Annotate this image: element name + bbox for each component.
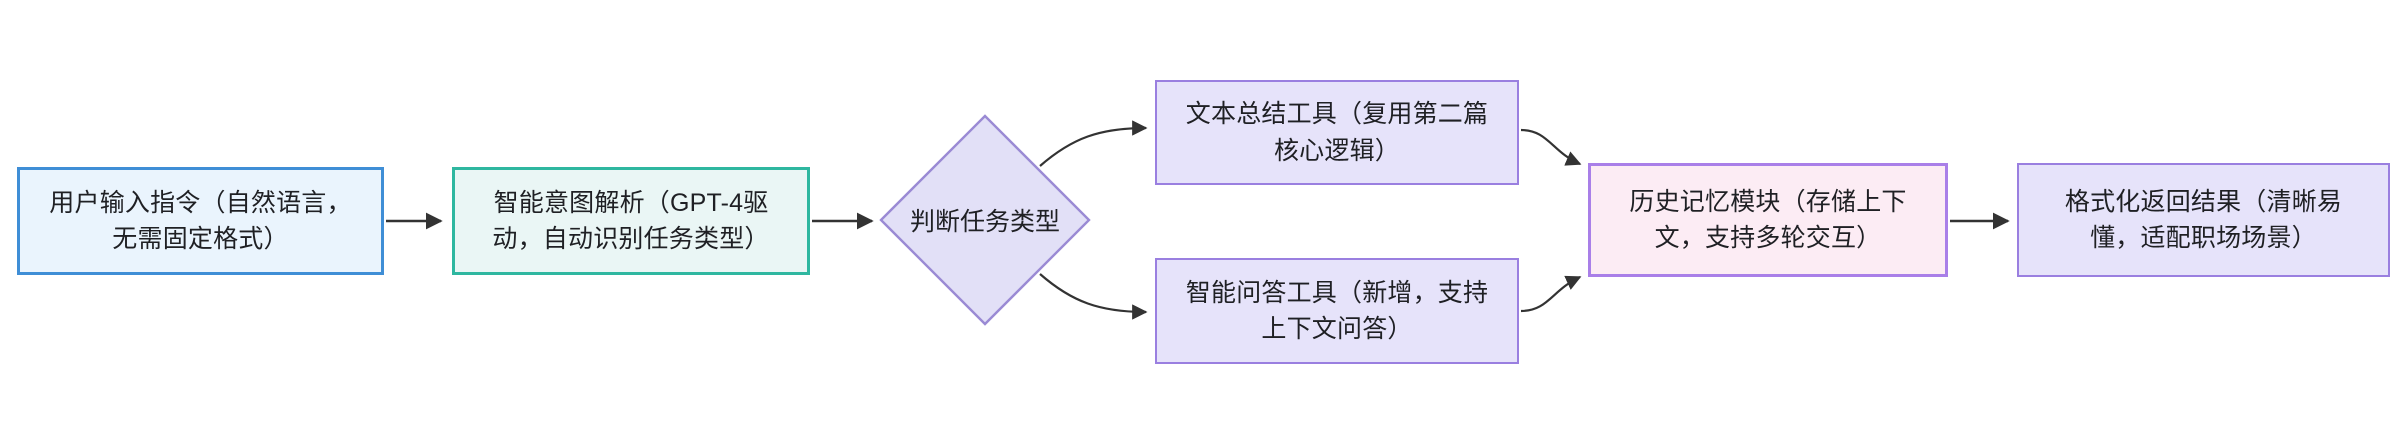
node-formatted-result[interactable]: 格式化返回结果（清晰易 懂，适配职场场景） <box>2017 163 2390 277</box>
node-task-type-decision-label-wrap: 判断任务类型 <box>879 114 1091 326</box>
node-task-type-decision-label: 判断任务类型 <box>909 208 1060 236</box>
node-intent-parsing[interactable]: 智能意图解析（GPT-4驱 动，自动识别任务类型） <box>452 167 810 275</box>
node-history-memory-module-label: 历史记忆模块（存储上下 文，支持多轮交互） <box>1629 187 1907 252</box>
node-task-type-decision[interactable]: 判断任务类型 <box>879 114 1091 326</box>
node-text-summary-tool-label: 文本总结工具（复用第二篇 核心逻辑） <box>1185 100 1489 165</box>
node-intelligent-qa-tool[interactable]: 智能问答工具（新增，支持 上下文问答） <box>1155 258 1519 364</box>
node-formatted-result-label: 格式化返回结果（清晰易 懂，适配职场场景） <box>2064 187 2343 252</box>
node-history-memory-module[interactable]: 历史记忆模块（存储上下 文，支持多轮交互） <box>1588 163 1948 277</box>
diamond-shape-icon <box>879 114 1091 326</box>
node-intelligent-qa-tool-label: 智能问答工具（新增，支持 上下文问答） <box>1185 278 1489 343</box>
node-user-input-label: 用户输入指令（自然语言， 无需固定格式） <box>49 188 352 253</box>
node-intent-parsing-label: 智能意图解析（GPT-4驱 动，自动识别任务类型） <box>492 188 770 253</box>
edge-qa-to-memory <box>1520 275 1582 313</box>
edge-summary-to-memory <box>1520 128 1582 166</box>
node-user-input[interactable]: 用户输入指令（自然语言， 无需固定格式） <box>17 167 384 275</box>
node-text-summary-tool[interactable]: 文本总结工具（复用第二篇 核心逻辑） <box>1155 80 1519 185</box>
